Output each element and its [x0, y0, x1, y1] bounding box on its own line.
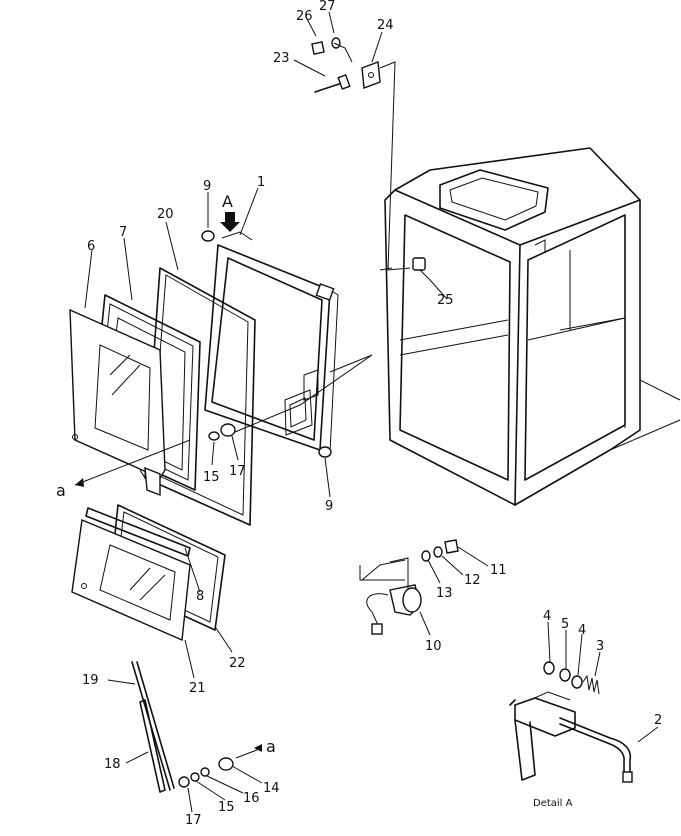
part-25-clip [412, 257, 426, 271]
part-18-wiper-arm [139, 699, 166, 793]
callout-1: 1 [257, 175, 265, 190]
ref-arrow-a-bottom [254, 744, 262, 752]
part-13-washer [421, 550, 431, 562]
callout-15-upper: 15 [203, 470, 220, 485]
detail-a-caption: Detail A [533, 798, 573, 809]
part-9-nut-bottom [318, 446, 332, 458]
callout-4-b: 4 [578, 623, 586, 638]
part-15-washer-lower [190, 772, 200, 782]
callout-8: 8 [196, 589, 204, 604]
part-4-washer-b [571, 675, 583, 689]
part-12-washer [433, 546, 443, 558]
cab-frame [384, 147, 681, 506]
callout-18: 18 [104, 757, 121, 772]
callout-9-top: 9 [203, 179, 211, 194]
callout-6: 6 [87, 239, 95, 254]
ref-marker-a-bottom: a [266, 737, 276, 756]
callout-19: 19 [82, 673, 99, 688]
callout-15-lower: 15 [218, 800, 235, 815]
part-19-wiper-blade [131, 661, 175, 791]
part-15-washer [208, 431, 220, 441]
leader-lines [74, 11, 659, 813]
callout-21: 21 [189, 681, 206, 696]
part-27-washer [331, 37, 341, 49]
part-10-wiper-motor [366, 557, 422, 635]
callout-10: 10 [425, 639, 442, 654]
part-6-glass [69, 308, 166, 497]
ref-arrow-a-left [75, 478, 84, 487]
part-3-spring [582, 674, 600, 695]
callout-27: 27 [319, 0, 336, 14]
part-23-bolt [314, 74, 351, 93]
callout-20: 20 [157, 207, 174, 222]
ref-marker-a-left: a [56, 481, 66, 500]
callout-3: 3 [596, 639, 604, 654]
part-26-bolt [311, 41, 325, 55]
part-21-lower-glass [71, 519, 191, 642]
callout-25: 25 [437, 293, 454, 308]
view-marker-a: A [222, 192, 233, 211]
part-9-nut-top [201, 230, 215, 242]
callout-11: 11 [490, 563, 507, 578]
detail-a-latch [509, 691, 633, 783]
callout-22: 22 [229, 656, 246, 671]
callout-24: 24 [377, 18, 394, 33]
callout-4-a: 4 [543, 609, 551, 624]
part-16-washer [200, 767, 210, 777]
part-5-spacer [559, 668, 571, 682]
callout-14: 14 [263, 781, 280, 796]
part-11-bolt [444, 539, 459, 554]
part-17-nut-lower [178, 776, 190, 788]
callout-7: 7 [119, 225, 127, 240]
callout-9-bottom: 9 [325, 499, 333, 514]
part-24-plate [361, 61, 381, 89]
callout-5: 5 [561, 617, 569, 632]
callout-2: 2 [654, 713, 662, 728]
callout-17-lower: 17 [185, 813, 202, 828]
part-1-door-frame [204, 231, 339, 453]
view-arrow-a [220, 212, 240, 232]
callout-12: 12 [464, 573, 481, 588]
callout-23: 23 [273, 51, 290, 66]
part-4-washer-a [543, 661, 555, 675]
part-17-nut [220, 423, 236, 437]
callout-13: 13 [436, 586, 453, 601]
callout-17-upper: 17 [229, 464, 246, 479]
callout-16: 16 [243, 791, 260, 806]
part-14-nut [218, 757, 234, 771]
callout-26: 26 [296, 9, 313, 24]
